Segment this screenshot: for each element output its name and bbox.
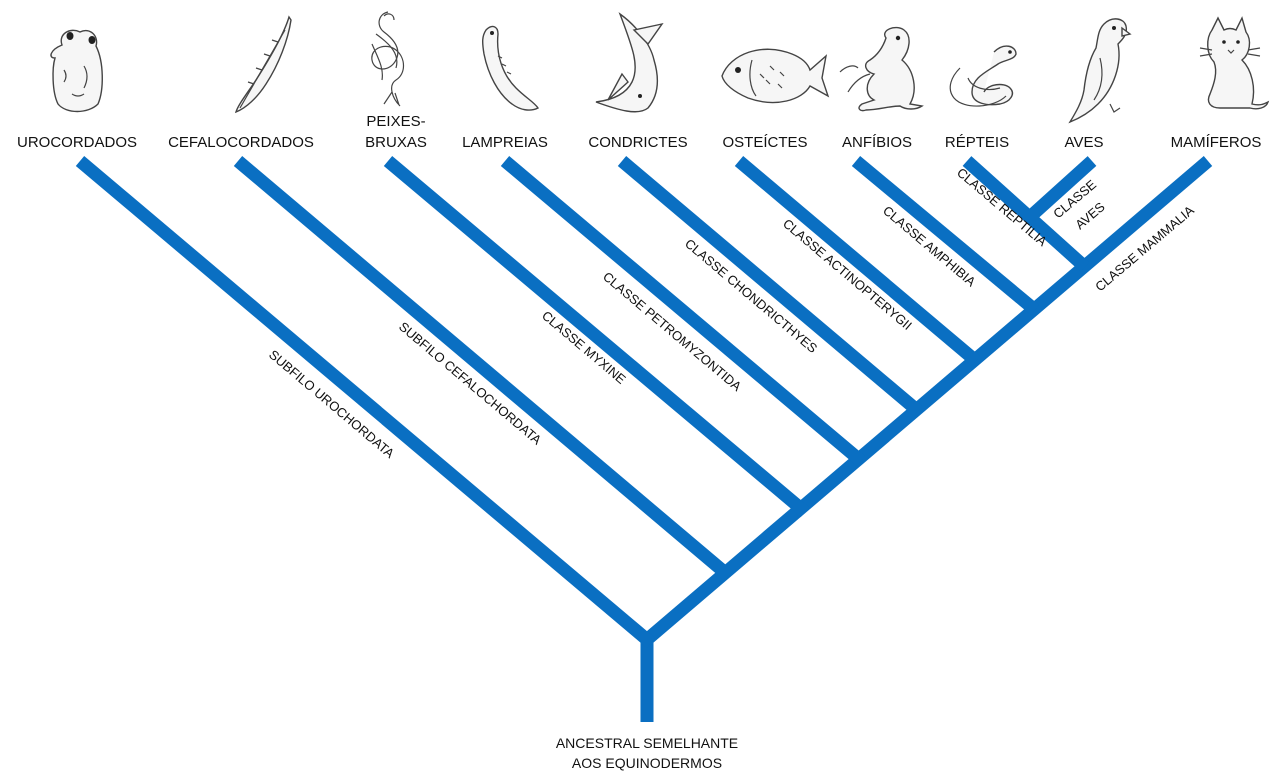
- taxon-label: UROCORDADOS: [17, 134, 137, 151]
- lancelet-icon: [236, 17, 291, 112]
- tunicate-icon: [51, 30, 102, 111]
- taxon-label-line2: BRUXAS: [365, 134, 427, 151]
- clade-label-chondricthyes: CLASSE CHONDRICTHYES: [682, 236, 820, 356]
- root-label-line1: ANCESTRAL SEMELHANTE: [556, 735, 738, 751]
- snake-icon: [950, 46, 1016, 106]
- taxon-label: CONDRICTES: [588, 134, 687, 151]
- taxon-label: ANFÍBIOS: [842, 134, 912, 151]
- shark-icon: [596, 14, 662, 112]
- taxon-label: LAMPREIAS: [462, 134, 548, 151]
- taxon-label: AVES: [1065, 134, 1104, 151]
- root-label-line2: AOS EQUINODERMOS: [572, 755, 722, 771]
- cat-icon: [1200, 18, 1268, 109]
- bird-icon: [1070, 19, 1130, 122]
- taxon-label: PEIXES-: [366, 113, 425, 130]
- clade-labels: SUBFILO UROCHORDATA SUBFILO CEFALOCHORDA…: [266, 165, 1197, 461]
- taxon-label: OSTEÍCTES: [722, 134, 807, 151]
- frog-icon: [840, 28, 922, 111]
- taxon-label: RÉPTEIS: [945, 134, 1009, 151]
- taxon-label: MAMÍFEROS: [1171, 134, 1262, 151]
- lamprey-icon: [483, 27, 538, 111]
- hagfish-icon: [372, 12, 404, 106]
- bony-fish-icon: [722, 49, 828, 102]
- branch-cefalocordados: [238, 161, 729, 576]
- branch-urocordados: [80, 161, 651, 643]
- clade-label-cefalochordata: SUBFILO CEFALOCHORDATA: [396, 319, 545, 448]
- taxon-label: CEFALOCORDADOS: [168, 134, 314, 151]
